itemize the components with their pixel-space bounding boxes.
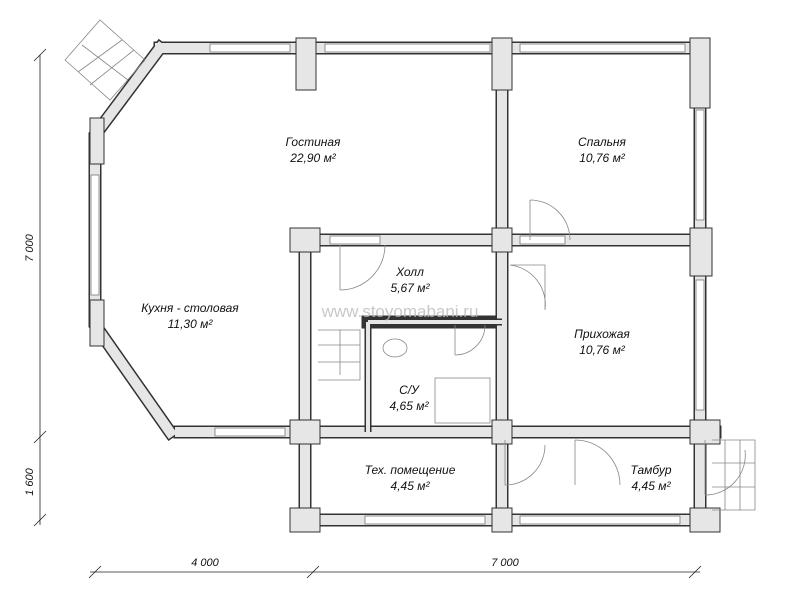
room-area-kitchen: 11,30 м² [168,317,214,331]
room-area-entry: 10,76 м² [579,343,626,357]
doors [64,19,756,511]
room-area-hall: 5,67 м² [391,281,431,295]
dim-bottom-left: 4 000 [191,557,219,569]
room-name-utility: Тех. помещение [365,463,456,477]
dim-bottom-right: 7 000 [491,557,519,569]
room-name-entry: Прихожая [574,327,630,341]
watermark: www.stoyomabani.ru [321,302,479,321]
room-area-bedroom: 10,76 м² [579,151,626,165]
room-name-hall: Холл [395,265,424,279]
dimension-lines: 7 000 1 600 4 000 7 000 [24,48,702,579]
room-area-living: 22,90 м² [289,151,337,165]
room-name-bathroom: С/У [399,383,420,397]
windows [90,43,705,525]
room-labels: Гостиная 22,90 м² Спальня 10,76 м² Холл … [141,135,672,493]
room-area-bathroom: 4,65 м² [390,399,430,413]
room-area-utility: 4,45 м² [391,479,431,493]
room-name-bedroom: Спальня [578,135,626,149]
log-ends [89,37,721,533]
room-name-kitchen: Кухня - столовая [141,301,239,315]
room-name-vestibule: Тамбур [630,463,671,477]
dim-left-total: 7 000 [24,233,36,261]
room-area-vestibule: 4,45 м² [632,479,672,493]
dim-left-bottom: 1 600 [24,467,36,495]
room-name-living: Гостиная [286,135,341,149]
